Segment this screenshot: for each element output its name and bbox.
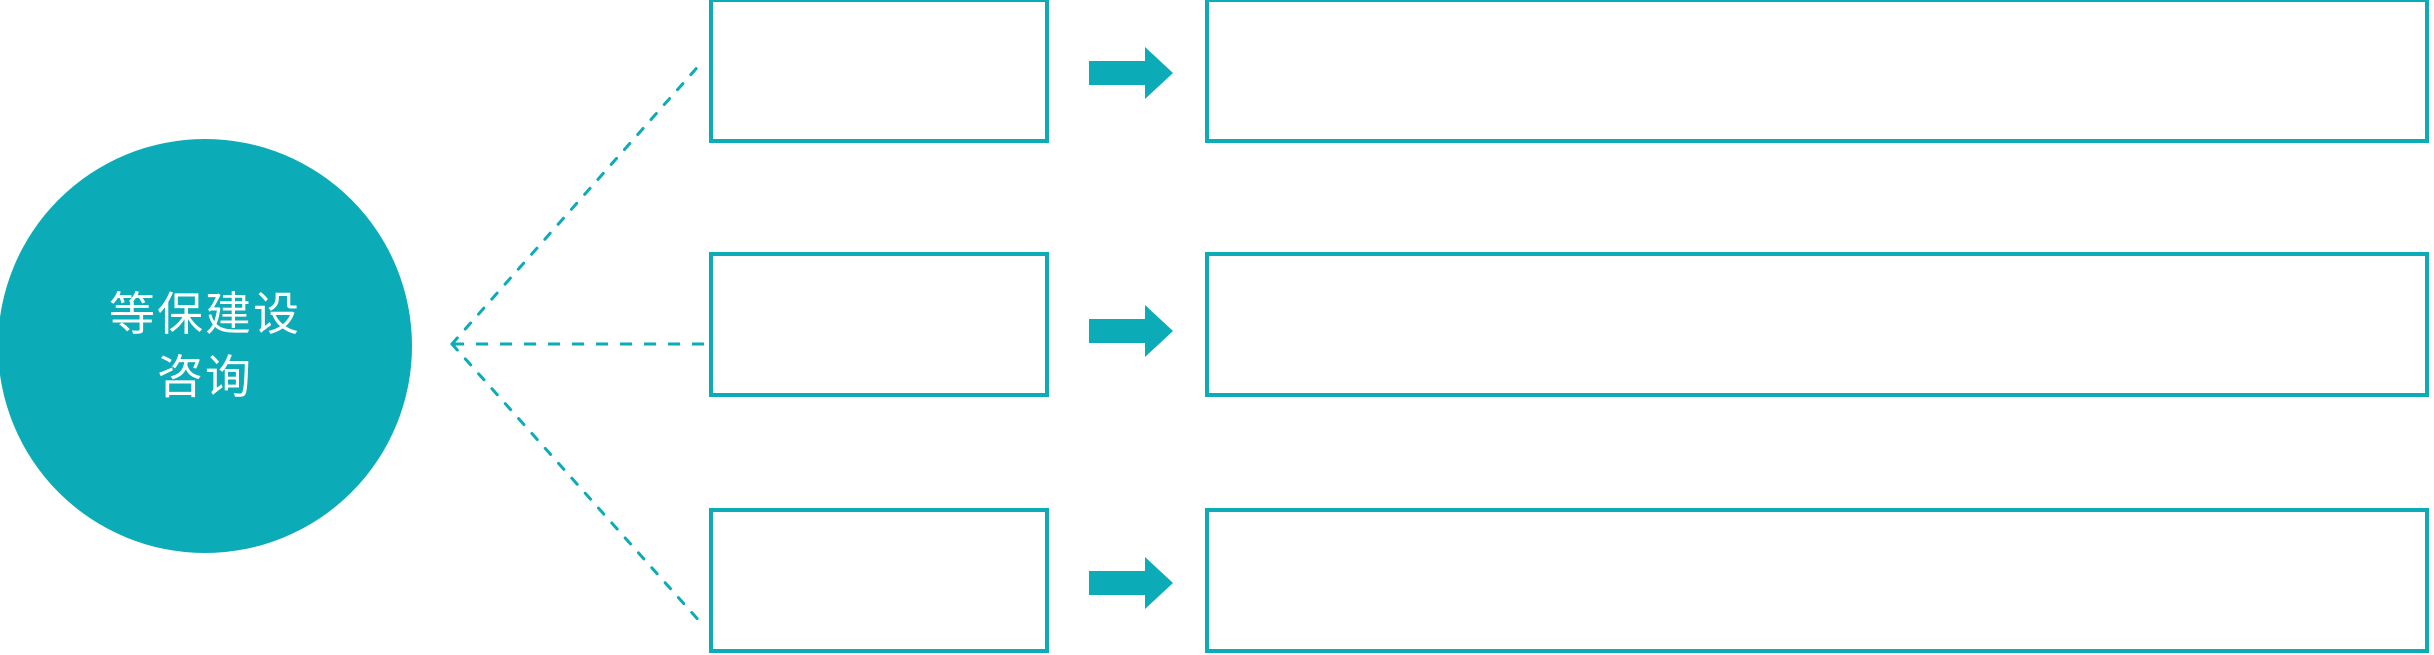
hub-circle[interactable]: 等保建设 咨询 bbox=[0, 139, 412, 553]
stage-box-2[interactable] bbox=[709, 252, 1049, 397]
hub-label-line-1: 等保建设 bbox=[109, 287, 301, 340]
detail-box-2[interactable] bbox=[1205, 252, 2429, 397]
detail-box-1[interactable] bbox=[1205, 0, 2429, 143]
stage-box-3[interactable] bbox=[709, 508, 1049, 653]
stage-box-1[interactable] bbox=[709, 0, 1049, 143]
flow-arrow-3 bbox=[1089, 557, 1173, 609]
detail-box-3[interactable] bbox=[1205, 508, 2429, 653]
hub-label-line-2: 咨询 bbox=[157, 351, 253, 403]
connector-line-bottom bbox=[450, 342, 704, 626]
flow-arrow-1 bbox=[1089, 47, 1173, 99]
flow-arrow-2 bbox=[1089, 305, 1173, 357]
connector-line-top bbox=[450, 60, 704, 346]
